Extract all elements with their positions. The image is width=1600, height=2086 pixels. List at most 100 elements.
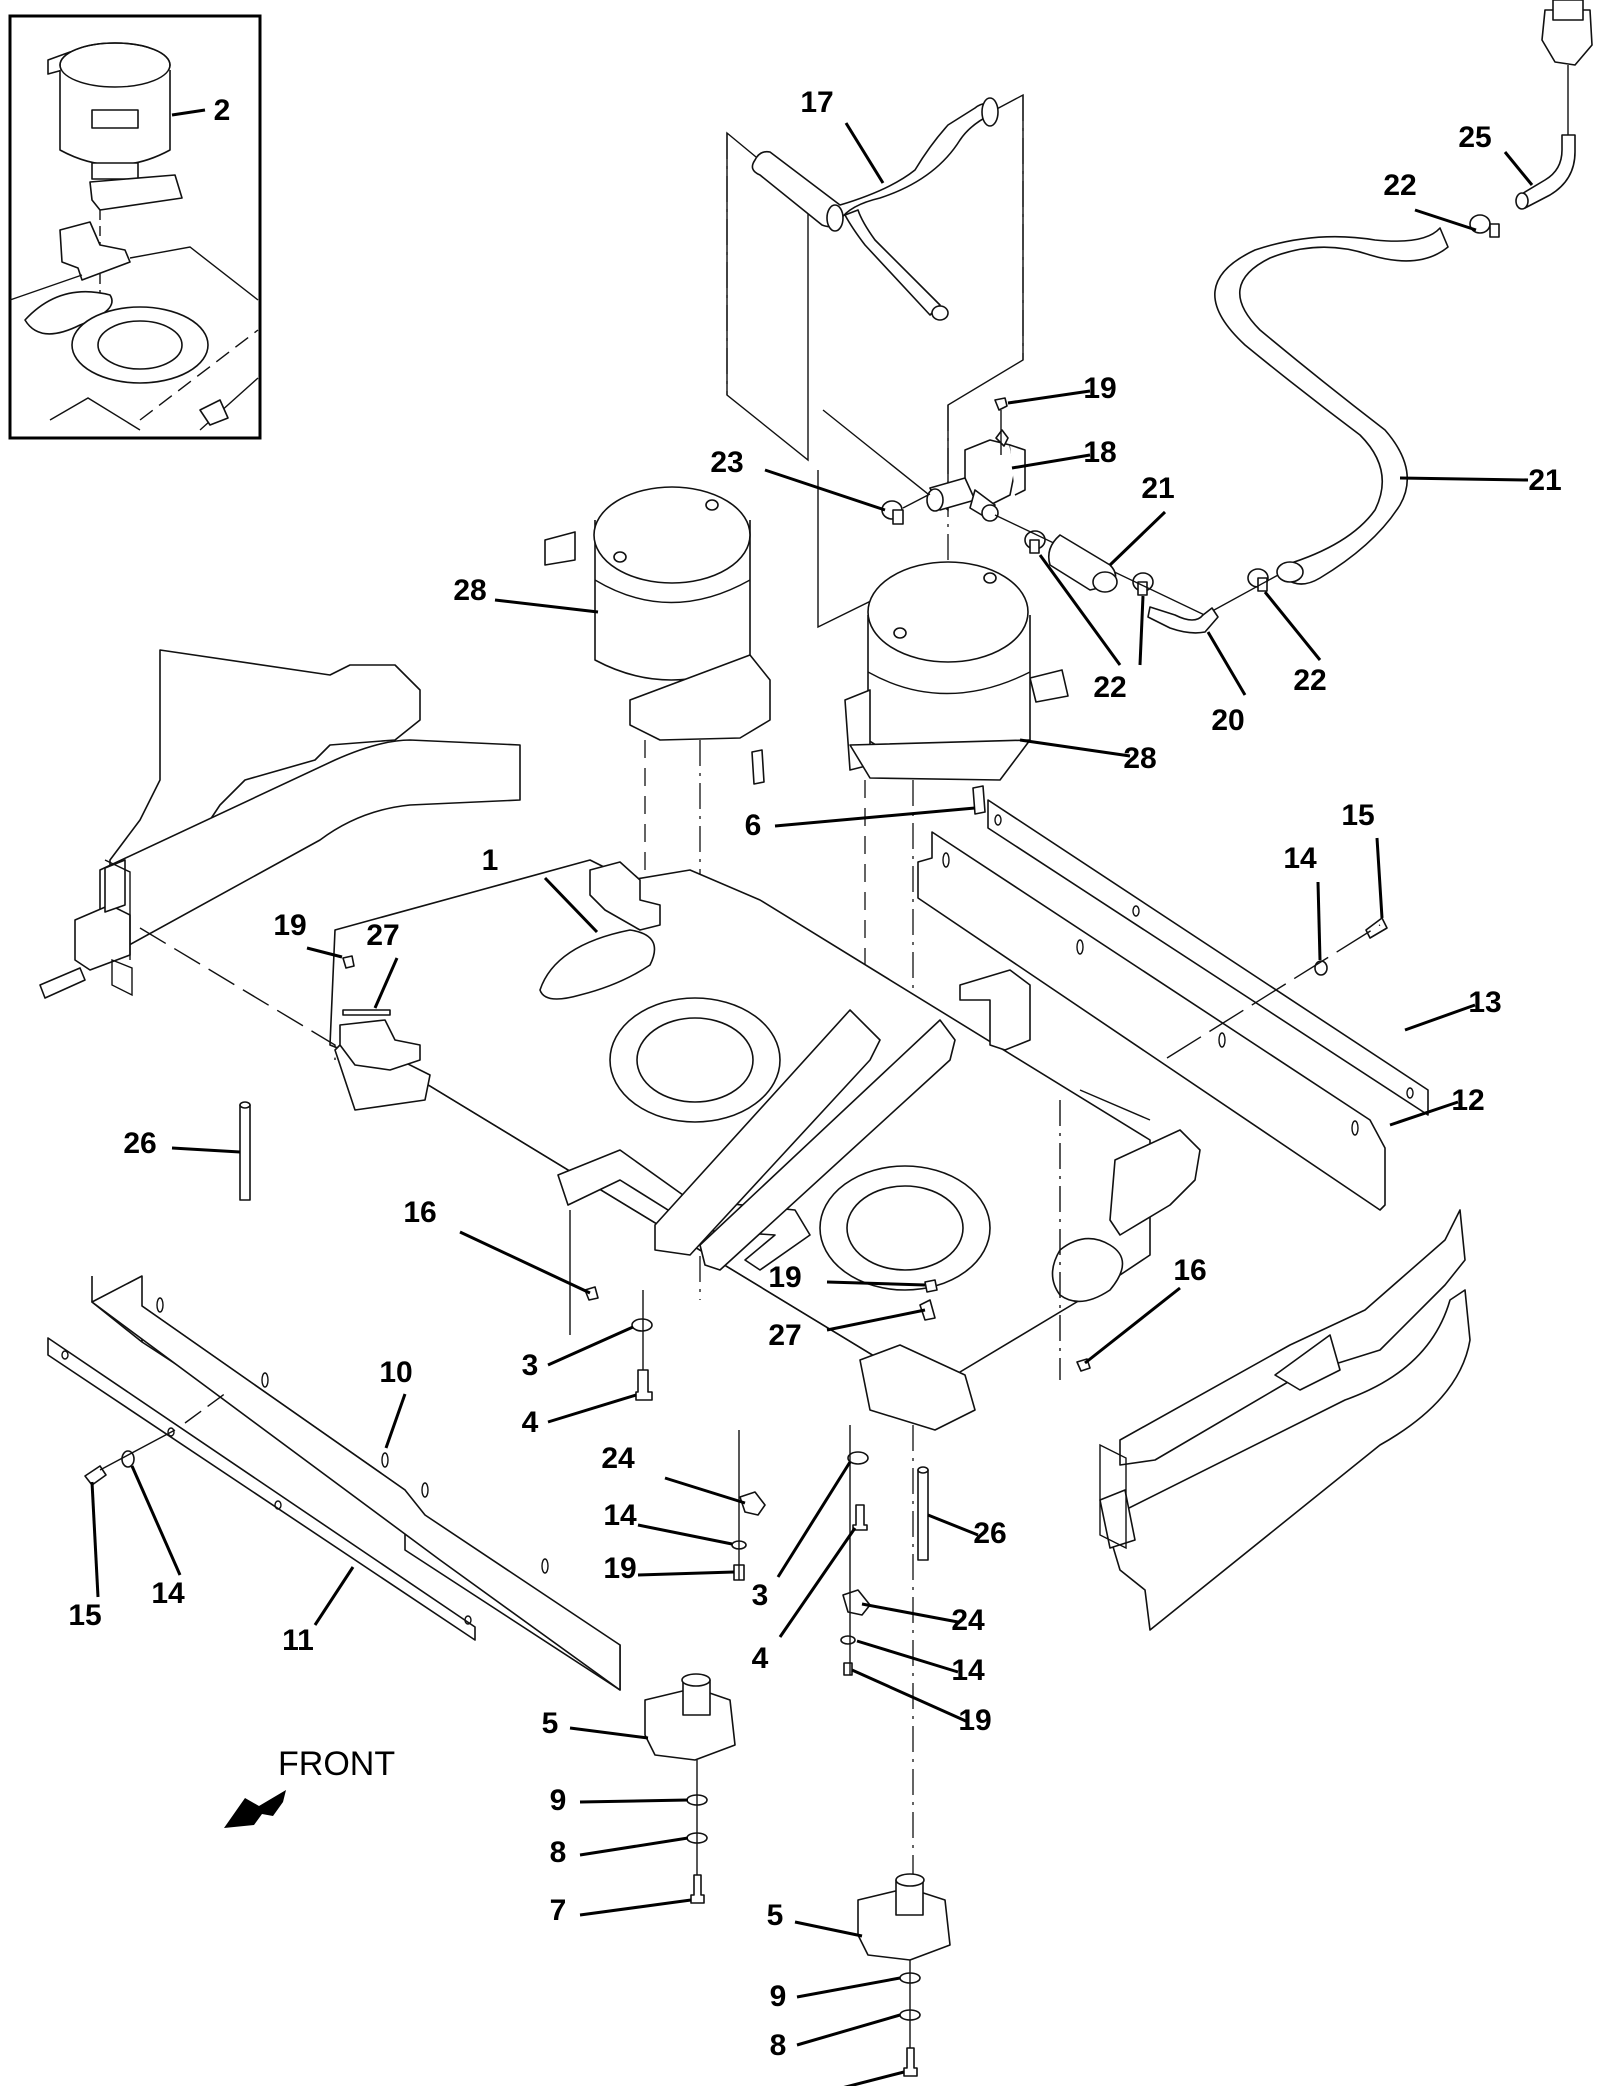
callout-label-19: 19 [603, 1552, 636, 1585]
callout-leader-12 [1389, 1100, 1459, 1127]
inset-frame [8, 14, 262, 440]
clamp-23-icon [881, 493, 931, 525]
inset-motor-icon [47, 42, 183, 345]
callout-label-24: 24 [951, 1604, 985, 1637]
valve-18-icon [926, 429, 1026, 522]
callout-leader-19 [851, 1668, 969, 1724]
callout-leader-4 [547, 1393, 637, 1424]
callout-label-19: 19 [1083, 372, 1116, 405]
callout-leader-14 [856, 1639, 959, 1674]
callout-leader-28 [494, 598, 599, 614]
elbow-20-icon [1147, 606, 1219, 634]
callout-leader-22 [1138, 595, 1145, 666]
callout-leader-28 [1019, 738, 1131, 758]
callout-label-21: 21 [1141, 472, 1174, 505]
callout-label-28: 28 [1123, 742, 1156, 775]
callout-leader-8 [579, 1836, 689, 1857]
callout-label-1: 1 [482, 844, 499, 877]
front-arrow-icon [224, 1790, 286, 1828]
callout-leader-7 [579, 1898, 692, 1917]
baffle-13-icon [987, 799, 1429, 1116]
inset-panel [8, 14, 262, 440]
callout-label-16: 16 [1173, 1254, 1206, 1287]
callout-label-3: 3 [752, 1579, 769, 1612]
callout-leader-11 [313, 1566, 355, 1626]
callout-label-27: 27 [366, 919, 399, 952]
callout-label-4: 4 [752, 1642, 769, 1675]
callout-leader-5 [569, 1726, 649, 1740]
inset-deck-icon [9, 221, 259, 431]
callout-leader-1 [543, 876, 599, 934]
callout-label-5: 5 [767, 1899, 784, 1932]
callout-leader-26 [927, 1513, 979, 1537]
callout-label-24: 24 [601, 1442, 635, 1475]
front-indicator: FRONT [224, 1745, 395, 1828]
callout-leader-25 [1503, 151, 1534, 186]
callout-leader-14 [637, 1523, 733, 1546]
callout-label-7: 7 [770, 2084, 787, 2086]
callout-label-28: 28 [453, 574, 486, 607]
callout-leader-19 [637, 1570, 735, 1577]
callout-label-6: 6 [745, 809, 762, 842]
callout-label-10: 10 [379, 1356, 412, 1389]
callout-leader-4 [778, 1527, 857, 1638]
washer-14-bolt-15-front-icon [84, 1389, 231, 1486]
callout-label-26: 26 [973, 1517, 1006, 1550]
left-arm-icon [39, 649, 521, 999]
callout-label-9: 9 [770, 1980, 787, 2013]
callout-leader-9 [579, 1798, 689, 1804]
callout-label-15: 15 [1341, 799, 1374, 832]
callout-leader-26 [171, 1146, 241, 1154]
callout-leader-21 [1108, 510, 1167, 567]
callout-leader-10 [384, 1393, 407, 1449]
tank-fitting-icon [1541, 0, 1593, 66]
callout-leader-19 [826, 1280, 926, 1287]
spindle-5-right-icon [857, 1873, 951, 2077]
callout-label-22: 22 [1093, 671, 1126, 704]
callout-label-8: 8 [550, 1836, 567, 1869]
callout-label-14: 14 [151, 1577, 185, 1610]
callout-leader-15 [1375, 837, 1384, 919]
callout-label-26: 26 [123, 1127, 156, 1160]
callout-leader-2 [171, 108, 206, 117]
callout-leader-16 [1084, 1286, 1181, 1365]
callout-leader-3 [547, 1325, 634, 1367]
baffle-12-icon [917, 831, 1386, 1211]
callout-leader-16 [459, 1230, 591, 1295]
callout-label-17: 17 [800, 86, 833, 119]
motor-28-right-icon [844, 561, 1069, 1900]
callout-label-14: 14 [603, 1499, 637, 1532]
callout-leader-24 [861, 1602, 959, 1624]
callout-leader-23 [764, 468, 886, 512]
callout-leader-17 [844, 122, 885, 184]
callout-label-2: 2 [214, 94, 231, 127]
hardware-left-icon [239, 1101, 766, 1581]
callout-label-12: 12 [1451, 1084, 1484, 1117]
callout-leader-19 [306, 946, 343, 959]
fitting-25-icon [1515, 65, 1576, 210]
callout-leader-19 [1007, 389, 1091, 405]
callout-label-16: 16 [403, 1196, 436, 1229]
callout-label-20: 20 [1211, 704, 1244, 737]
callout-label-4: 4 [522, 1406, 539, 1439]
hose-17-assembly [726, 93, 1024, 629]
callout-label-27: 27 [768, 1319, 801, 1352]
callout-label-9: 9 [550, 1784, 567, 1817]
callout-label-11: 11 [282, 1624, 314, 1657]
callout-leader-27 [826, 1308, 926, 1332]
front-label: FRONT [278, 1745, 395, 1783]
callout-leader-14 [130, 1465, 182, 1576]
callout-label-7: 7 [550, 1894, 567, 1927]
callout-label-22: 22 [1293, 664, 1326, 697]
callout-leader-3 [776, 1461, 852, 1578]
callout-label-13: 13 [1468, 986, 1501, 1019]
spindle-5-left-icon [644, 1673, 736, 1904]
callout-leader-20 [1206, 631, 1247, 696]
baffle-10-icon [91, 1275, 621, 1691]
callout-label-14: 14 [951, 1654, 985, 1687]
callout-leader-15 [90, 1481, 100, 1598]
callout-label-19: 19 [958, 1704, 991, 1737]
deck-1-icon [139, 859, 1201, 1431]
callout-label-18: 18 [1083, 436, 1116, 469]
screw-19-top-icon [994, 397, 1008, 455]
